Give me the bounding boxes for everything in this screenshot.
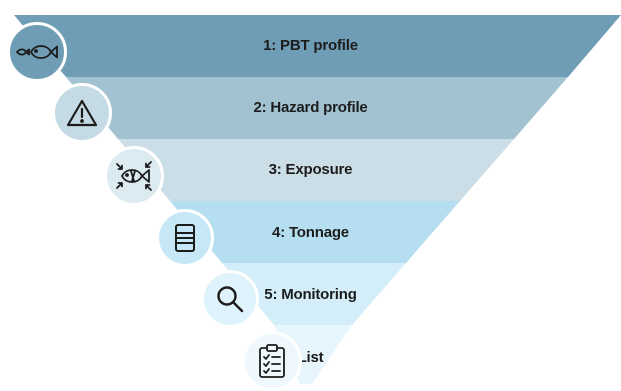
funnel-band-3 xyxy=(118,139,514,201)
icon-circle-3 xyxy=(104,146,164,206)
icon-circle-6 xyxy=(242,331,302,391)
funnel-band-2 xyxy=(66,77,568,139)
funnel-band-5 xyxy=(222,263,406,325)
funnel-band-4 xyxy=(170,201,460,263)
icon-circle-5 xyxy=(201,270,259,328)
fish-exposure-icon xyxy=(114,158,154,194)
stage-label-tonnage: 4: Tonnage xyxy=(272,224,349,241)
clipboard-list-icon xyxy=(257,343,287,379)
magnifier-icon xyxy=(214,283,246,315)
stage-label-pbt-profile: 1: PBT profile xyxy=(263,37,358,54)
fish-icon xyxy=(14,40,60,64)
stage-label-exposure: 3: Exposure xyxy=(268,161,353,178)
icon-circle-2 xyxy=(52,83,112,143)
funnel-band-1 xyxy=(14,15,621,77)
stage-label-monitoring: 5: Monitoring xyxy=(264,286,357,303)
warning-triangle-icon xyxy=(65,98,99,128)
icon-circle-1 xyxy=(7,22,67,82)
barrel-icon xyxy=(173,222,197,254)
stage-label-list: List xyxy=(297,349,324,366)
stage-label-hazard-profile: 2: Hazard profile xyxy=(253,99,368,116)
icon-circle-4 xyxy=(156,209,214,267)
